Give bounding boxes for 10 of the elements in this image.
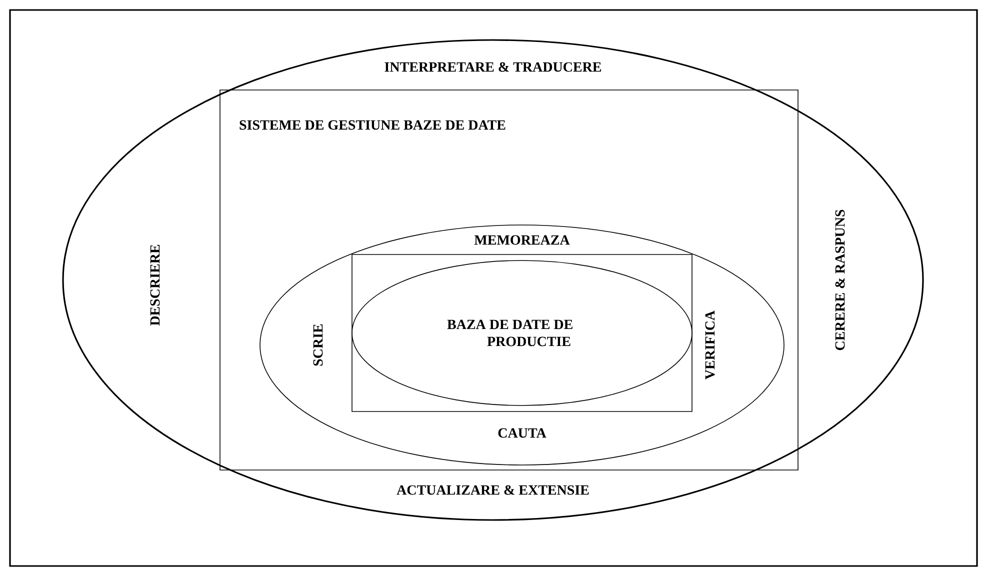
band-label: CERERE & RASPUNS: [835, 210, 845, 350]
center-label: BAZA DE DATE DE PRODUCTIE: [447, 320, 572, 346]
band-label: SCRIE: [313, 324, 323, 366]
band-label: MEMOREAZA: [474, 235, 570, 245]
band-label: ACTUALIZARE & EXTENSIE: [396, 485, 589, 495]
band-label: INTERPRETARE & TRADUCERE: [384, 62, 602, 72]
band-label: VERIFICA: [705, 310, 715, 380]
band-label: CAUTA: [498, 428, 546, 438]
title-label: SISTEME DE GESTIUNE BAZE DE DATE: [240, 120, 506, 130]
band-label: DESCRIERE: [150, 244, 160, 326]
